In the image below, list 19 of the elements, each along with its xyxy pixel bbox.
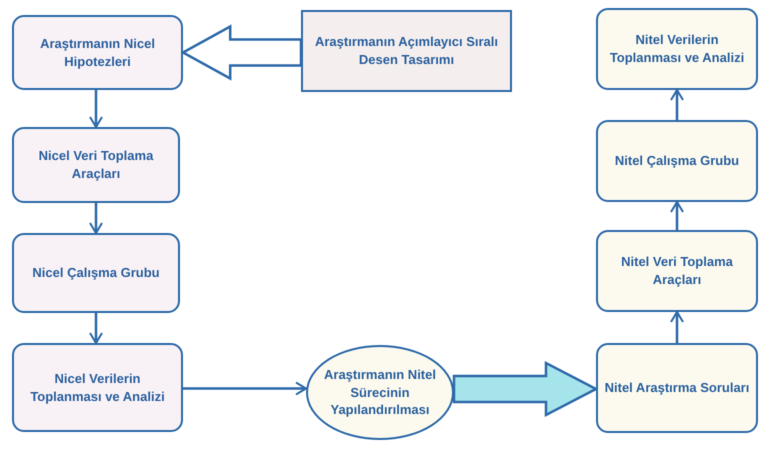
arrow bbox=[89, 203, 103, 234]
arrow bbox=[670, 89, 684, 120]
arrow bbox=[89, 313, 103, 344]
arrow bbox=[670, 311, 684, 343]
arrow bbox=[670, 201, 684, 230]
process-box: Nitel Çalışma Grubu bbox=[596, 120, 758, 202]
block-arrow bbox=[452, 360, 599, 418]
block-arrow bbox=[180, 24, 302, 81]
process-ellipse: Araştırmanın Nitel Sürecinin Yapılandırılması bbox=[306, 345, 454, 440]
process-box: Nitel Araştırma Soruları bbox=[596, 343, 758, 433]
process-box: Nicel Verilerin Toplanması ve Analizi bbox=[12, 343, 183, 432]
arrow bbox=[89, 90, 103, 128]
process-box: Araştırmanın Açımlayıcı Sıralı Desen Tasarımı bbox=[301, 10, 512, 92]
process-box: Nicel Çalışma Grubu bbox=[12, 233, 180, 313]
process-box: Nitel Veri Toplama Araçları bbox=[596, 230, 758, 312]
arrow bbox=[183, 382, 307, 396]
process-box: Nicel Veri Toplama Araçları bbox=[12, 127, 180, 203]
process-box: Araştırmanın Nicel Hipotezleri bbox=[12, 15, 183, 90]
process-box: Nitel Verilerin Toplanması ve Analizi bbox=[596, 8, 758, 90]
